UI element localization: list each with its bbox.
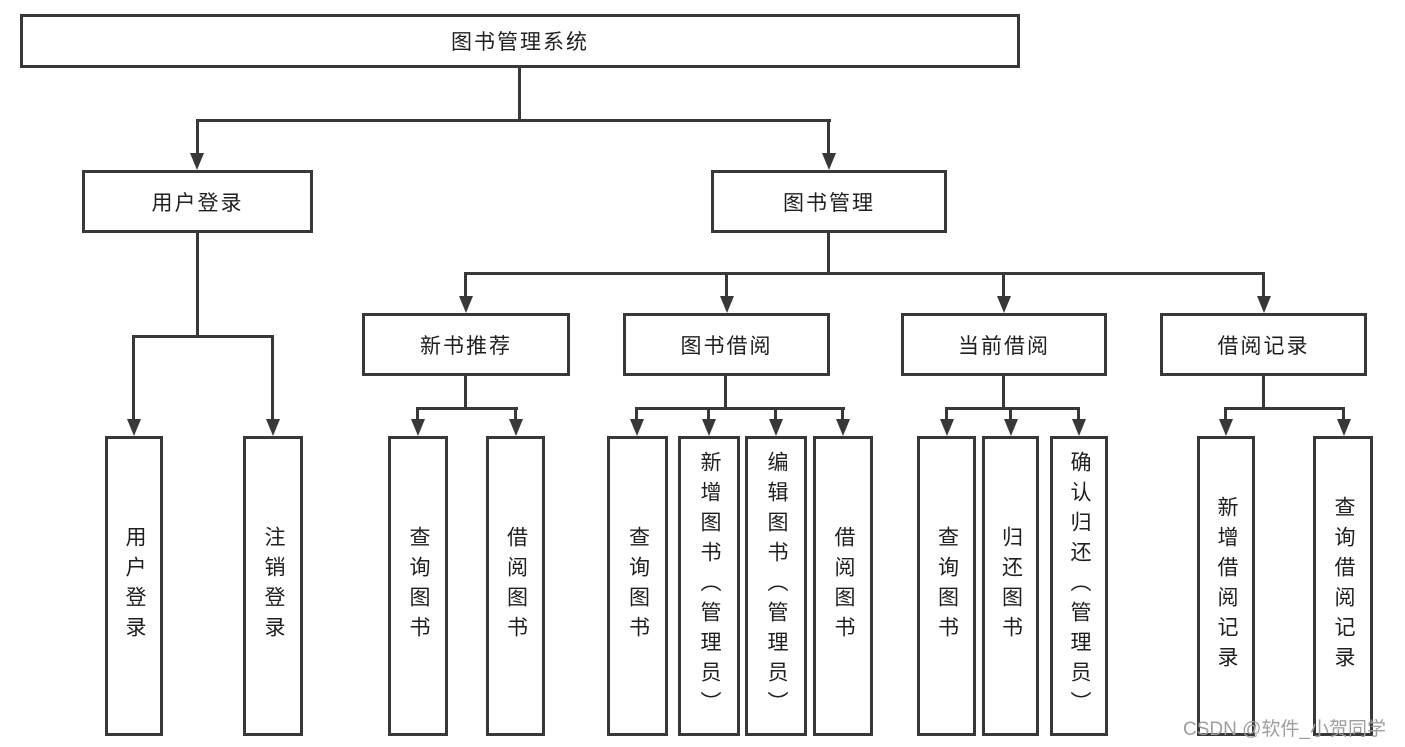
leaf-borrow-edit-admin-label: 编辑图书（管理员） [765,451,789,721]
connector-drop [1262,272,1265,298]
leaf-borrow-add-admin-label: 新增图书（管理员） [698,451,722,721]
arrowhead [411,419,425,436]
leaf-record-add: 新增借阅记录 [1197,436,1255,736]
node-user-login-label: 用户登录 [151,191,244,215]
connector-root-right-drop [827,119,830,155]
leaf-record-add-label: 新增借阅记录 [1215,496,1239,676]
arrowhead [1257,296,1271,313]
node-root: 图书管理系统 [20,14,1020,68]
arrowhead [702,419,716,436]
connector-book-mgmt-stem [827,233,830,275]
leaf-new-book-borrow: 借阅图书 [486,436,545,736]
node-book-mgmt-label: 图书管理 [783,191,875,215]
leaf-new-book-borrow-label: 借阅图书 [504,526,528,646]
node-current-borrow: 当前借阅 [901,313,1107,376]
arrowhead [940,419,954,436]
node-book-borrow: 图书借阅 [623,313,830,376]
node-current-borrow-label: 当前借阅 [958,334,1050,358]
node-root-label: 图书管理系统 [451,31,589,54]
leaf-record-query-label: 查询借阅记录 [1332,496,1356,676]
connector-drop [1077,407,1080,421]
node-book-borrow-label: 图书借阅 [680,334,773,358]
arrowhead [997,296,1011,313]
leaf-current-confirm-admin-label: 确认归还（管理员） [1068,451,1092,721]
arrowhead [1219,419,1233,436]
connector-book-mgmt-branch [464,272,1265,275]
leaf-user-login-label: 用户登录 [123,526,147,646]
arrowhead [1072,419,1086,436]
connector-new-book-branch [416,407,518,410]
connector-root-branch [196,119,831,122]
connector-new-book-stem [464,376,467,410]
connector-borrow-record-stem [1262,376,1265,410]
leaf-current-confirm-admin: 确认归还（管理员） [1050,436,1108,736]
leaf-borrow-query: 查询图书 [607,436,668,736]
leaf-borrow-book-label: 借阅图书 [832,526,856,646]
arrowhead [836,419,850,436]
arrowhead [509,419,523,436]
connector-current-borrow-branch [945,407,1080,410]
connector-drop [774,407,777,421]
connector-drop [707,407,710,421]
connector-current-borrow-stem [1002,376,1005,410]
connector-root-stem [518,68,521,122]
connector-book-borrow-branch [635,407,845,410]
connector-drop [132,335,135,421]
node-new-book: 新书推荐 [362,313,570,376]
connector-user-login-branch [132,335,274,338]
arrowhead [720,296,734,313]
arrowhead [1004,419,1018,436]
leaf-borrow-add-admin: 新增图书（管理员） [678,436,740,736]
arrowhead [266,419,280,436]
arrowhead [190,153,204,170]
connector-drop [1342,407,1345,421]
leaf-current-return-label: 归还图书 [999,526,1023,646]
leaf-logout: 注销登录 [243,436,303,736]
connector-root-left-drop [196,119,199,155]
connector-book-borrow-stem [724,376,727,410]
leaf-logout-label: 注销登录 [262,526,286,646]
connector-drop [841,407,844,421]
leaf-borrow-query-label: 查询图书 [626,526,650,646]
arrowhead [1337,419,1351,436]
node-book-mgmt: 图书管理 [711,170,947,233]
arrowhead [822,153,836,170]
leaf-record-query: 查询借阅记录 [1313,436,1373,736]
connector-drop [635,407,638,421]
leaf-current-query: 查询图书 [917,436,976,736]
node-user-login: 用户登录 [82,170,313,233]
leaf-new-book-query: 查询图书 [388,436,448,736]
leaf-borrow-book: 借阅图书 [813,436,873,736]
leaf-user-login: 用户登录 [105,436,163,736]
connector-user-login-stem [196,233,199,338]
arrowhead [459,296,473,313]
connector-borrow-record-branch [1224,407,1345,410]
connector-drop [725,272,728,298]
leaf-borrow-edit-admin: 编辑图书（管理员） [745,436,807,736]
leaf-current-query-label: 查询图书 [935,526,959,646]
leaf-current-return: 归还图书 [982,436,1039,736]
node-borrow-record-label: 借阅记录 [1217,334,1310,358]
leaf-new-book-query-label: 查询图书 [407,526,431,646]
connector-drop [514,407,517,421]
connector-drop [1002,272,1005,298]
arrowhead [630,419,644,436]
connector-drop [464,272,467,298]
connector-drop [1009,407,1012,421]
connector-drop [271,335,274,421]
connector-drop [945,407,948,421]
connector-drop [416,407,419,421]
node-new-book-label: 新书推荐 [420,334,512,358]
arrowhead [769,419,783,436]
arrowhead [127,419,141,436]
node-borrow-record: 借阅记录 [1160,313,1367,376]
csdn-watermark: CSDN @软件_小贺同学 [1183,719,1386,740]
connector-drop [1224,407,1227,421]
